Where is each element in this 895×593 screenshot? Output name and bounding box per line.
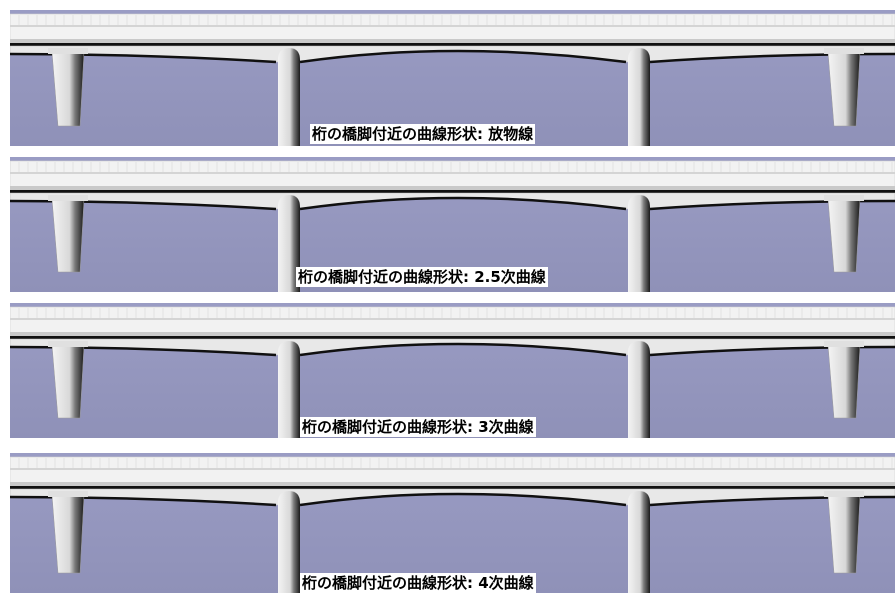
deck-edge — [10, 39, 895, 43]
girder-soffit-edge — [299, 49, 627, 64]
deck-edge — [10, 332, 895, 336]
abutment-cap — [824, 341, 864, 347]
panel-caption: 桁の橋脚付近の曲線形状: 3次曲線 — [300, 417, 536, 437]
bridge-pier — [628, 491, 650, 593]
girder-soffit-edge — [10, 495, 277, 507]
bridge-render — [10, 453, 895, 593]
bridge-render — [10, 157, 895, 292]
girder-soffit-edge — [649, 199, 895, 211]
deck-soffit — [10, 190, 895, 193]
girder-soffit-edge — [649, 495, 895, 507]
abutment-cap — [824, 48, 864, 54]
abutment-cap — [48, 491, 88, 497]
panel-caption: 桁の橋脚付近の曲線形状: 2.5次曲線 — [296, 267, 548, 287]
deck-railing-line — [10, 468, 895, 470]
girder-soffit-edge — [649, 52, 895, 64]
bridge-panel-2-5-order: 桁の橋脚付近の曲線形状: 2.5次曲線 — [10, 157, 895, 292]
bridge-pier — [278, 341, 300, 438]
bridge-pier — [278, 48, 300, 146]
bridge-pier — [278, 195, 300, 292]
bridge-render — [10, 10, 895, 146]
bridge-render — [10, 303, 895, 438]
girder-soffit-edge — [10, 199, 277, 211]
bridge-panel-parabola: 桁の橋脚付近の曲線形状: 放物線 — [10, 10, 895, 146]
deck-slab — [10, 306, 895, 337]
deck-soffit — [10, 336, 895, 339]
girder-soffit-edge — [299, 342, 627, 357]
bridge-pier — [278, 491, 300, 593]
deck-slab — [10, 160, 895, 191]
bridge-pier — [628, 48, 650, 146]
girder-soffit-edge — [299, 492, 627, 507]
bridge-panel-cubic: 桁の橋脚付近の曲線形状: 3次曲線 — [10, 303, 895, 438]
deck-slab — [10, 456, 895, 487]
deck-slab — [10, 13, 895, 44]
deck-edge — [10, 186, 895, 190]
deck-soffit — [10, 43, 895, 46]
girder-soffit-edge — [10, 52, 277, 64]
girder-soffit-edge — [649, 345, 895, 357]
abutment-cap — [48, 195, 88, 201]
bridge-panel-quartic: 桁の橋脚付近の曲線形状: 4次曲線 — [10, 453, 895, 593]
panel-caption: 桁の橋脚付近の曲線形状: 4次曲線 — [300, 573, 536, 593]
bridge-pier — [628, 195, 650, 292]
abutment-cap — [48, 341, 88, 347]
girder-soffit-edge — [10, 345, 277, 357]
panel-caption: 桁の橋脚付近の曲線形状: 放物線 — [310, 124, 536, 144]
abutment-cap — [824, 195, 864, 201]
deck-railing-line — [10, 172, 895, 174]
deck-edge — [10, 482, 895, 486]
abutment-cap — [824, 491, 864, 497]
deck-railing-line — [10, 318, 895, 320]
bridge-pier — [628, 341, 650, 438]
deck-railing-line — [10, 25, 895, 27]
abutment-cap — [48, 48, 88, 54]
deck-soffit — [10, 486, 895, 489]
girder-soffit-edge — [299, 196, 627, 211]
